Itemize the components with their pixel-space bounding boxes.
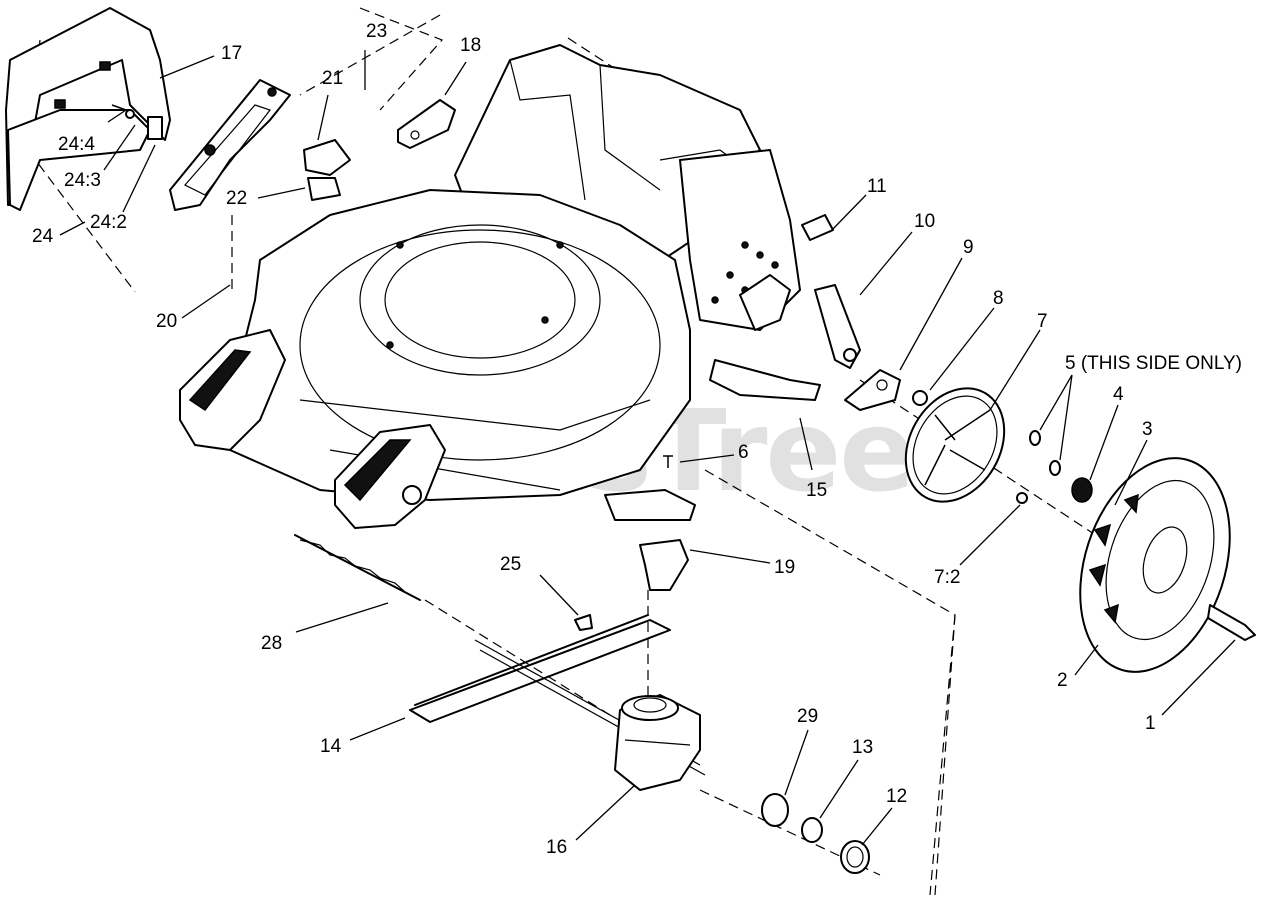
callout-28: 28 xyxy=(261,633,282,654)
front-wheel-right xyxy=(334,424,446,529)
wheel-bracket xyxy=(844,369,928,411)
callout-17: 17 xyxy=(221,43,242,64)
transmission xyxy=(614,694,701,791)
clip-plate xyxy=(303,139,351,201)
callout-labels: 17 23 18 21 22 20 24:4 24:3 24:2 24 11 1… xyxy=(32,21,1242,858)
callout-10: 10 xyxy=(914,211,935,232)
callout-11: 11 xyxy=(867,176,887,197)
upper-handle xyxy=(5,7,171,211)
callout-24-3: 24:3 xyxy=(64,170,101,191)
callout-24-2: 24:2 xyxy=(90,212,127,233)
pivot-plate xyxy=(397,99,456,149)
callout-21: 21 xyxy=(322,68,343,89)
callout-24-4: 24:4 xyxy=(58,134,95,155)
callout-29: 29 xyxy=(797,706,818,727)
bolt-25 xyxy=(574,614,593,631)
rear-wheel xyxy=(1079,457,1256,673)
callout-22: 22 xyxy=(226,188,247,209)
callout-7: 7 xyxy=(1037,311,1048,332)
front-wheel-left xyxy=(179,329,286,451)
drive-belt xyxy=(409,614,671,723)
callout-2: 2 xyxy=(1057,670,1068,691)
handle-fasteners xyxy=(111,104,163,140)
drive-shaft-tube xyxy=(709,359,821,401)
wheel-height-adjuster xyxy=(739,214,861,369)
callout-7-2: 7:2 xyxy=(934,567,960,588)
wheel-bolt-6 xyxy=(663,455,673,468)
callout-8: 8 xyxy=(993,288,1004,309)
callout-18: 18 xyxy=(460,35,481,56)
axle-bearings xyxy=(761,793,870,874)
callout-14: 14 xyxy=(320,736,342,757)
callout-6: 6 xyxy=(738,442,749,463)
callout-20: 20 xyxy=(156,311,177,332)
callout-16: 16 xyxy=(546,837,567,858)
leader-lines xyxy=(59,50,1236,846)
callout-9: 9 xyxy=(963,237,974,258)
callout-4: 4 xyxy=(1113,384,1124,405)
wheel-bearings xyxy=(1029,430,1116,514)
callout-1: 1 xyxy=(1145,713,1156,734)
callout-13: 13 xyxy=(852,737,873,758)
callout-12: 12 xyxy=(886,786,907,807)
callout-24: 24 xyxy=(32,226,54,247)
rear-wheel-hub xyxy=(904,387,1028,504)
callout-25: 25 xyxy=(500,554,521,575)
callout-23: 23 xyxy=(366,21,387,42)
callout-19: 19 xyxy=(774,557,795,578)
callout-5: 5 (THIS SIDE ONLY) xyxy=(1065,353,1242,374)
callout-15: 15 xyxy=(806,480,827,501)
callout-3: 3 xyxy=(1142,419,1153,440)
handle-bracket xyxy=(169,79,291,211)
bracket-19 xyxy=(604,489,696,591)
